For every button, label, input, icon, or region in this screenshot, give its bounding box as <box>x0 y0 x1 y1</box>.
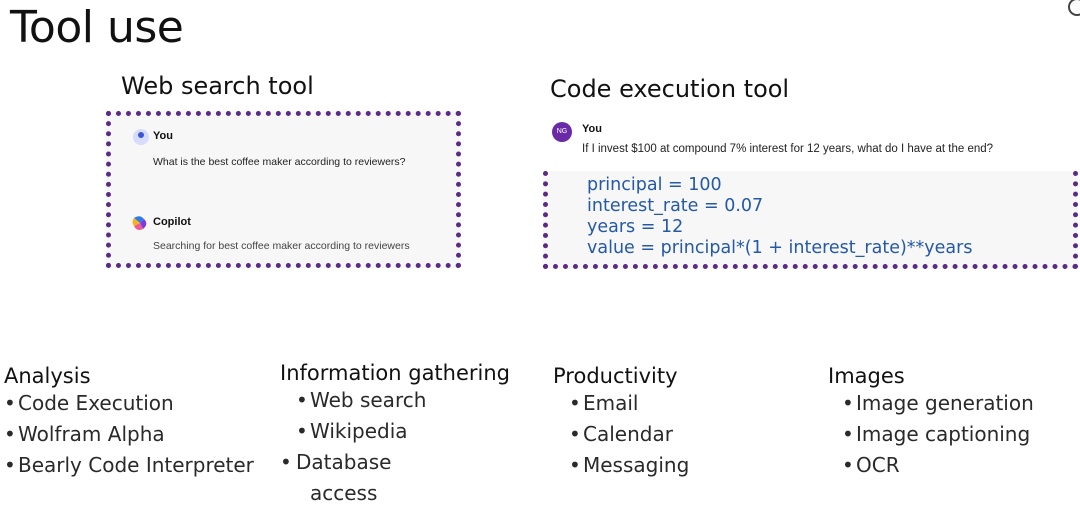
list-item: •OCR <box>842 453 900 477</box>
list-item: •Messaging <box>569 453 690 477</box>
list-item: •Calendar <box>569 422 673 446</box>
list-item: •Email <box>569 391 639 415</box>
web-search-chat-box: You What is the best coffee maker accord… <box>106 111 461 268</box>
assistant-status: Searching for best coffee maker accordin… <box>153 240 410 252</box>
category-heading: Analysis <box>4 364 91 388</box>
category-images: Images •Image generation •Image captioni… <box>828 364 1034 481</box>
web-search-panel-title: Web search tool <box>121 72 314 100</box>
list-item: •Wolfram Alpha <box>4 422 165 446</box>
code-user-message: If I invest $100 at compound 7% interest… <box>582 143 994 155</box>
category-heading: Productivity <box>553 364 678 388</box>
list-item: •Image captioning <box>842 422 1031 446</box>
category-information-gathering: Information gathering •Web search •Wikip… <box>280 361 510 509</box>
user-avatar-icon <box>133 129 149 145</box>
copilot-logo-icon <box>132 216 147 230</box>
slide-title: Tool use <box>10 2 184 53</box>
code-line: principal = 100 <box>587 175 722 195</box>
corner-circle-icon <box>1068 0 1080 16</box>
web-user-message: What is the best coffee maker according … <box>153 156 406 168</box>
code-line: years = 12 <box>587 217 684 237</box>
category-analysis: Analysis •Code Execution •Wolfram Alpha … <box>4 364 254 481</box>
code-block: principal = 100 interest_rate = 0.07 yea… <box>543 171 1078 269</box>
category-heading: Information gathering <box>280 361 511 385</box>
assistant-name: Copilot <box>153 216 191 228</box>
code-line: interest_rate = 0.07 <box>587 196 764 216</box>
code-user-name: You <box>582 123 602 135</box>
list-item: •Image generation <box>842 391 1034 415</box>
list-item: •Database <box>280 450 392 474</box>
list-item: •Bearly Code Interpreter <box>4 453 254 477</box>
list-item: •Code Execution <box>4 391 174 415</box>
code-exec-panel-title: Code execution tool <box>550 75 790 103</box>
web-user-name: You <box>153 130 173 142</box>
user-avatar-icon: NG <box>552 122 572 142</box>
list-item-continuation: access <box>310 481 378 505</box>
list-item: •Wikipedia <box>296 419 408 443</box>
list-item: •Web search <box>296 388 427 412</box>
category-productivity: Productivity •Email •Calendar •Messaging <box>553 364 689 481</box>
code-line: value = principal*(1 + interest_rate)**y… <box>587 238 973 258</box>
category-heading: Images <box>828 364 905 388</box>
